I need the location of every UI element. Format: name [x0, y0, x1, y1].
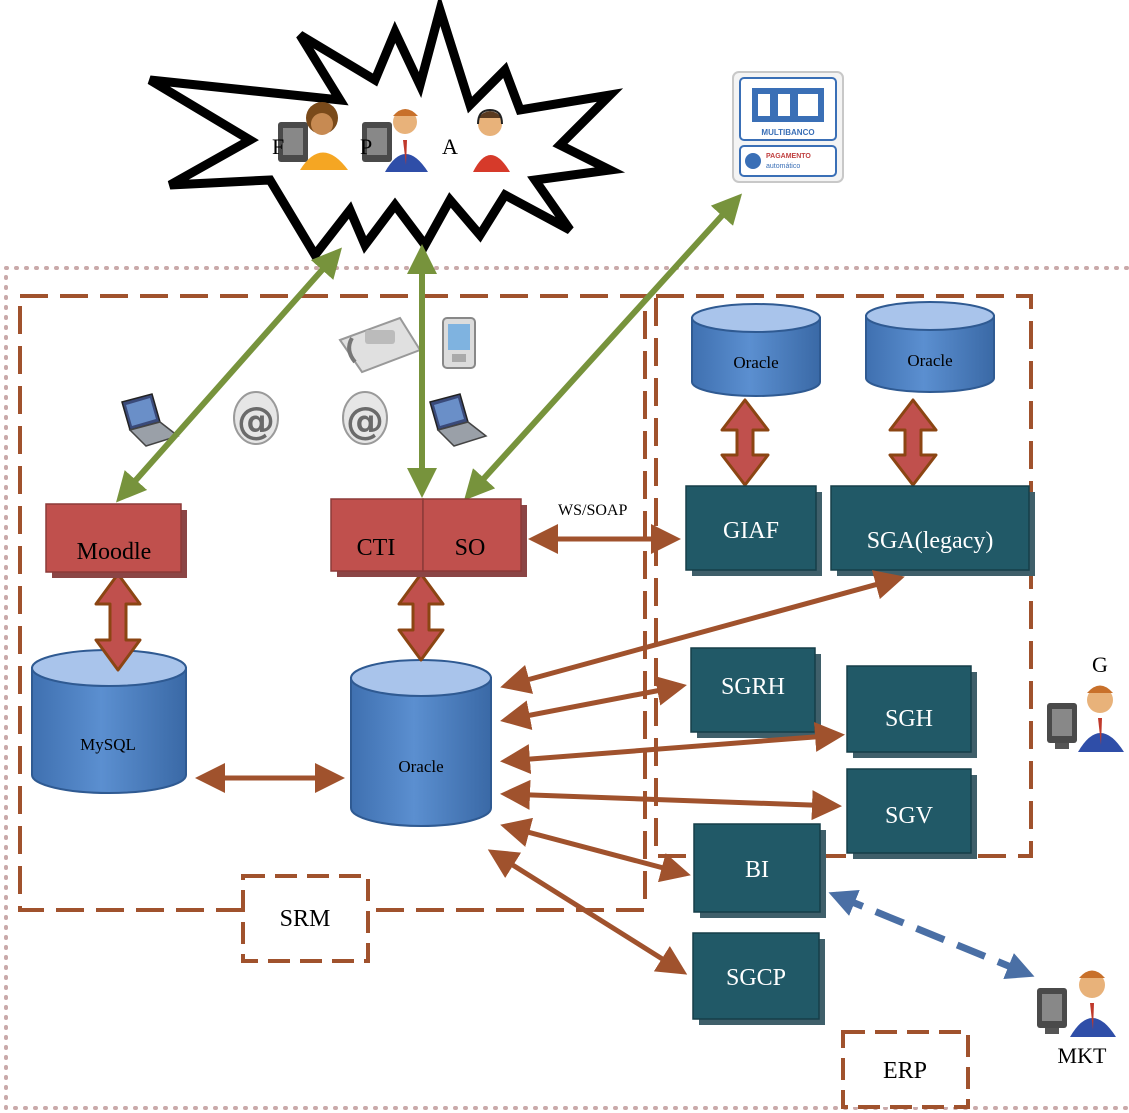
arrow-moodle-cloud	[116, 247, 342, 503]
srm-oracle-db: Oracle	[350, 659, 492, 827]
erp-oracle-right-db: Oracle	[865, 301, 995, 393]
sgcp-module: SGCP	[692, 932, 825, 1025]
sgh-module: SGH	[846, 665, 977, 758]
block-arrow-sga-oracle	[888, 398, 938, 487]
so-label: SO	[455, 535, 486, 561]
giaf-module: GIAF	[685, 485, 822, 576]
block-arrow-giaf-oracle	[720, 398, 770, 487]
sgv-label: SGV	[885, 803, 934, 829]
mobile-phone-icon	[442, 317, 476, 369]
email-at-right: @	[346, 399, 384, 443]
automatico-text: automático	[766, 163, 800, 170]
sgv-module: SGV	[846, 768, 977, 859]
erp-oracle-left-db: Oracle	[691, 303, 821, 397]
user-a-icon	[473, 108, 510, 172]
sgrh-module: SGRH	[690, 647, 821, 738]
arrow-oracle-sga	[500, 570, 905, 694]
block-arrow-moodle-mysql	[94, 572, 142, 672]
telephone-icon	[338, 316, 422, 374]
block-arrow-cti-oracle	[397, 572, 445, 662]
erp-label-box: ERP	[841, 1030, 970, 1109]
erp-oracle-right-label: Oracle	[907, 351, 952, 370]
user-g-label: G	[1092, 652, 1108, 677]
arrow-bi-mkt	[828, 889, 1035, 980]
arrow-oracle-sgv	[500, 779, 842, 821]
multibanco-text: MULTIBANCO	[761, 128, 814, 137]
sga-module: SGA(legacy)	[830, 485, 1035, 576]
sga-label: SGA(legacy)	[867, 528, 994, 554]
block-arrows	[94, 398, 938, 672]
user-p-label: P	[360, 134, 372, 159]
moodle-label: Moodle	[77, 539, 152, 565]
giaf-label: GIAF	[723, 518, 779, 544]
arrow-oracle-bi	[500, 817, 691, 883]
user-mkt-icon	[1037, 970, 1116, 1037]
erp-oracle-left-label: Oracle	[733, 353, 778, 372]
srm-oracle-label: Oracle	[398, 757, 443, 776]
erp-label: ERP	[883, 1058, 927, 1084]
user-p-icon	[362, 109, 428, 172]
arrow-oracle-sgrh	[500, 675, 687, 731]
green-arrows	[116, 193, 743, 503]
ws-soap-label: WS/SOAP	[558, 502, 627, 519]
arrow-so-multibanco	[463, 193, 743, 501]
bi-label: BI	[745, 857, 769, 883]
user-g-icon	[1047, 685, 1124, 752]
srm-label: SRM	[280, 906, 331, 932]
sgcp-label: SGCP	[726, 965, 786, 991]
sgh-label: SGH	[885, 706, 933, 732]
sgrh-label: SGRH	[721, 674, 785, 700]
user-f-icon	[278, 102, 348, 170]
moodle-module: Moodle	[45, 503, 187, 578]
user-f-label: F	[272, 134, 284, 159]
user-a-label: A	[442, 134, 458, 159]
bi-module: BI	[693, 823, 826, 918]
email-icon-left: @	[233, 391, 279, 445]
pagamento-text: PAGAMENTO	[766, 153, 811, 160]
cti-so-module: CTI SO	[330, 498, 527, 577]
cti-label: CTI	[357, 535, 396, 561]
multibanco-logo: MULTIBANCO PAGAMENTO automático	[732, 71, 844, 183]
arrow-oracle-sgcp	[487, 849, 688, 975]
mysql-label: MySQL	[80, 735, 136, 754]
laptop-icon-right	[429, 393, 488, 447]
outer-boundary	[4, 266, 1129, 1110]
brown-arrows	[195, 524, 905, 975]
mysql-db: MySQL	[31, 649, 187, 794]
email-at-left: @	[237, 399, 275, 443]
email-icon-right: @	[342, 391, 388, 445]
srm-label-box: SRM	[241, 874, 370, 963]
arrow-oracle-sgh	[500, 721, 845, 775]
user-mkt-label: MKT	[1058, 1043, 1107, 1068]
